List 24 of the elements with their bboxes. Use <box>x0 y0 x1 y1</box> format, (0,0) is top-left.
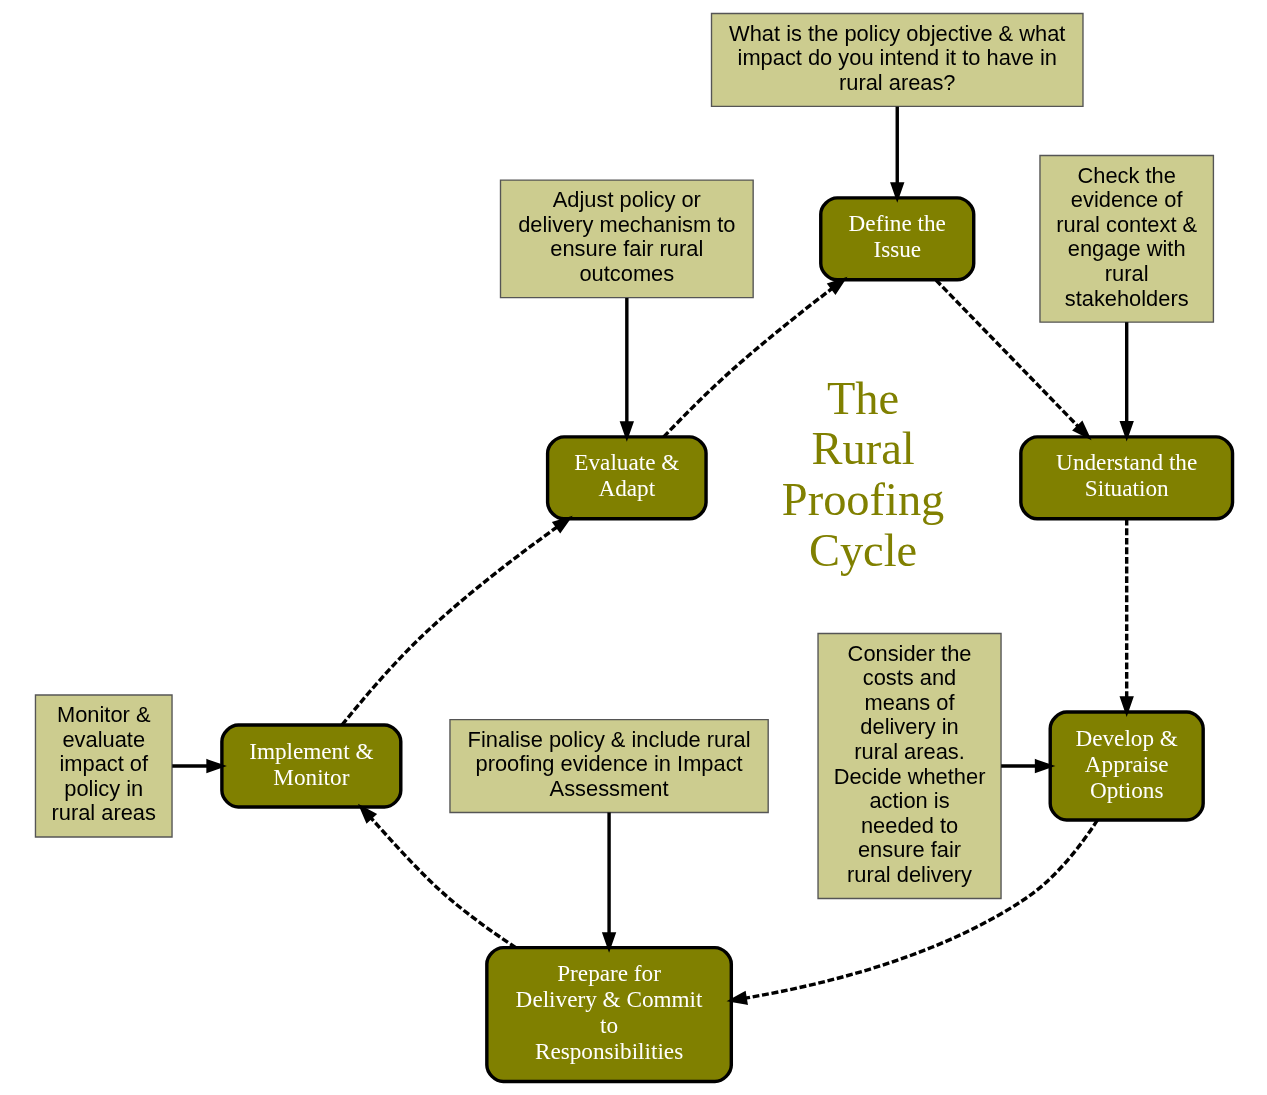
arrow <box>601 812 616 953</box>
arrow <box>171 758 227 774</box>
node-box: Develop & Appraise Options <box>1048 710 1205 822</box>
arrow <box>889 106 904 203</box>
node-box: What is the policy objective & what impact do you intend it to have in rural areas? <box>710 12 1084 108</box>
arrow <box>726 819 1099 1005</box>
arrow <box>661 276 847 439</box>
arrow <box>619 298 634 442</box>
node-box: Evaluate & Adapt <box>545 435 708 521</box>
node-box: Monitor & evaluate impact of policy in rural areas <box>34 694 173 838</box>
node-box: Check the evidence of rural context & engage with rural stakeholders <box>1038 154 1214 323</box>
arrow <box>340 515 573 726</box>
node-box: Prepare for Delivery & Commit to Responsibilities <box>484 945 733 1084</box>
arrow <box>1000 758 1055 774</box>
node-box: Define the Issue <box>818 196 975 282</box>
node-box: Implement & Monitor <box>219 723 402 809</box>
label: The Rural Proofing Cycle <box>781 372 944 576</box>
node-box: Adjust policy or delivery mechanism to ensure fair rural outcomes <box>499 179 754 299</box>
arrow <box>1119 518 1134 717</box>
arrow <box>934 279 1092 441</box>
node-box: Finalise policy & include rural proofing evidence in Impact Assessment <box>448 718 769 814</box>
node-box: Understand the Situation <box>1018 435 1234 521</box>
node-box: Consider the costs and means of delivery in rural areas. Decide whether action is needed to ensure fair rural delivery <box>816 632 1002 900</box>
arrow <box>1119 322 1134 442</box>
